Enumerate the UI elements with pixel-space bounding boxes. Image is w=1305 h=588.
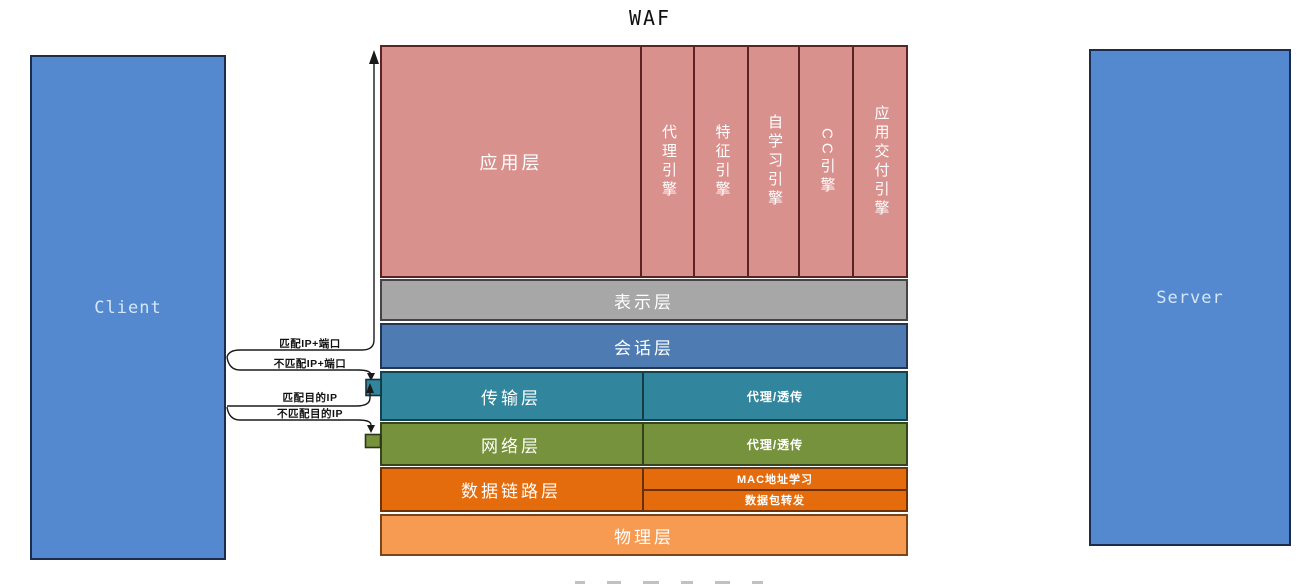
layer-session-label: 会话层 bbox=[614, 338, 674, 358]
server-label: Server bbox=[1156, 287, 1224, 308]
waf-title: WAF bbox=[628, 6, 672, 30]
layer-session: 会话层 bbox=[380, 323, 908, 369]
layer-transport: 传输层 代理/透传 bbox=[380, 371, 908, 421]
layer-physical-label: 物理层 bbox=[614, 527, 674, 547]
layer-network-label: 网络层 bbox=[481, 436, 541, 456]
layer-application-label: 应用层 bbox=[479, 152, 543, 173]
transport-mode-cell: 代理/透传 bbox=[642, 373, 906, 419]
arrow-up-application bbox=[369, 50, 379, 64]
layer-transport-label: 传输层 bbox=[481, 388, 541, 408]
client-label: Client bbox=[94, 297, 162, 318]
engine-cc: CC引擎 bbox=[798, 47, 854, 276]
layer-physical: 物理层 bbox=[380, 514, 908, 556]
engine-app-delivery: 应用交付引擎 bbox=[852, 47, 908, 276]
packet-forwarding-cell: 数据包转发 bbox=[642, 490, 906, 510]
layer-datalink: 数据链路层 MAC地址学习 数据包转发 bbox=[380, 467, 908, 512]
engine-signature: 特征引擎 bbox=[693, 47, 749, 276]
conn-match-ip-port-line bbox=[226, 62, 375, 358]
engine-proxy: 代理引擎 bbox=[640, 47, 695, 276]
layer-presentation: 表示层 bbox=[380, 279, 908, 321]
engine-self-learning: 自学习引擎 bbox=[747, 47, 800, 276]
mac-learning-cell: MAC地址学习 bbox=[642, 469, 906, 491]
layer-application: 应用层 代理引擎 特征引擎 自学习引擎 CC引擎 应用交付引擎 bbox=[380, 45, 908, 278]
layer-network: 网络层 代理/透传 bbox=[380, 422, 908, 466]
network-port-square bbox=[364, 433, 382, 449]
server-box: Server bbox=[1089, 49, 1291, 546]
cropped-caption-fragment bbox=[575, 581, 795, 587]
label-match-dst-ip: 匹配目的IP bbox=[282, 392, 338, 404]
label-no-match-dst-ip: 不匹配目的IP bbox=[277, 408, 343, 420]
arrow-down-transport bbox=[367, 373, 375, 381]
label-match-ip-port: 匹配IP+端口 bbox=[279, 338, 341, 350]
datalink-sub-rows: MAC地址学习 数据包转发 bbox=[642, 469, 906, 510]
label-no-match-ip-port: 不匹配IP+端口 bbox=[273, 358, 347, 370]
arrow-down-network bbox=[367, 425, 375, 433]
layer-datalink-label: 数据链路层 bbox=[461, 482, 561, 501]
layer-presentation-label: 表示层 bbox=[614, 292, 674, 312]
client-box: Client bbox=[30, 55, 226, 560]
network-mode-cell: 代理/透传 bbox=[642, 424, 906, 464]
